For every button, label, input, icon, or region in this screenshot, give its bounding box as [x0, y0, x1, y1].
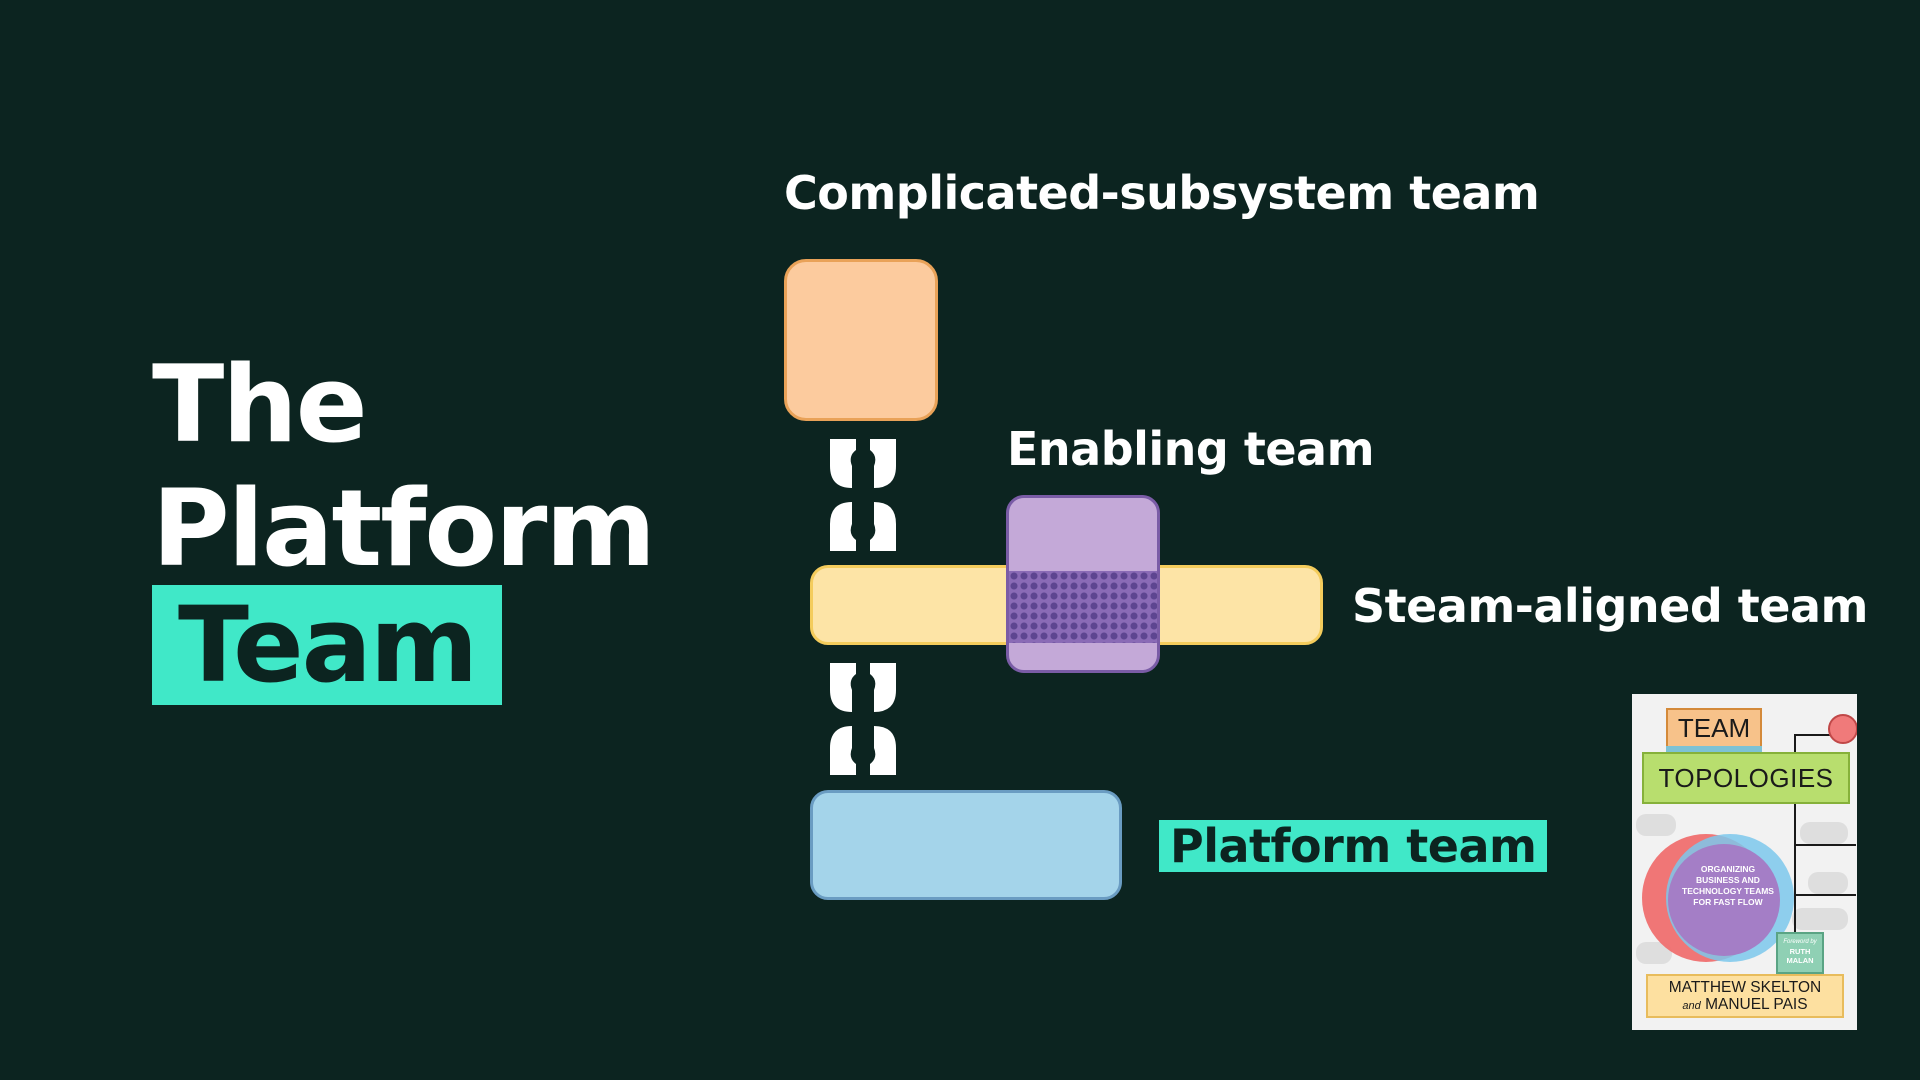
title-highlight-team: Team [152, 585, 503, 705]
platform-team-label: Platform team [1159, 820, 1548, 872]
book-title-topologies: TOPOLOGIES [1642, 752, 1850, 804]
book-authors: MATTHEW SKELTON and MANUEL PAIS [1646, 974, 1844, 1018]
stream-aligned-team-label: Steam-aligned team [1352, 579, 1868, 633]
title-line-platform: Platform [152, 467, 656, 590]
complicated-subsystem-team-shape [784, 259, 938, 421]
book-author-and: and [1682, 1000, 1701, 1012]
book-foreword: Foreword by RUTH MALAN [1776, 932, 1824, 974]
enabling-team-shape [1006, 495, 1160, 673]
enabling-team-label: Enabling team [1007, 422, 1375, 476]
book-title-team: TEAM [1666, 708, 1762, 748]
complicated-subsystem-label: Complicated-subsystem team [784, 166, 1540, 220]
facilitation-overlap-pattern [1009, 571, 1157, 643]
book-red-dot-icon [1828, 714, 1857, 744]
platform-team-shape [810, 790, 1122, 900]
book-author-2: MANUEL PAIS [1705, 996, 1808, 1013]
title-line-the: The [152, 343, 368, 466]
x-as-a-service-interaction-icon [830, 663, 896, 775]
team-topologies-book-cover: TEAM TOPOLOGIES ORGANIZING BUSINESS AND … [1632, 694, 1857, 1030]
book-foreword-name: RUTH MALAN [1786, 947, 1814, 965]
book-foreword-prefix: Foreword by [1783, 939, 1817, 945]
x-as-a-service-interaction-icon [830, 439, 896, 551]
book-subtitle: ORGANIZING BUSINESS AND TECHNOLOGY TEAMS… [1682, 864, 1774, 907]
book-author-1: MATTHEW SKELTON [1668, 979, 1822, 996]
